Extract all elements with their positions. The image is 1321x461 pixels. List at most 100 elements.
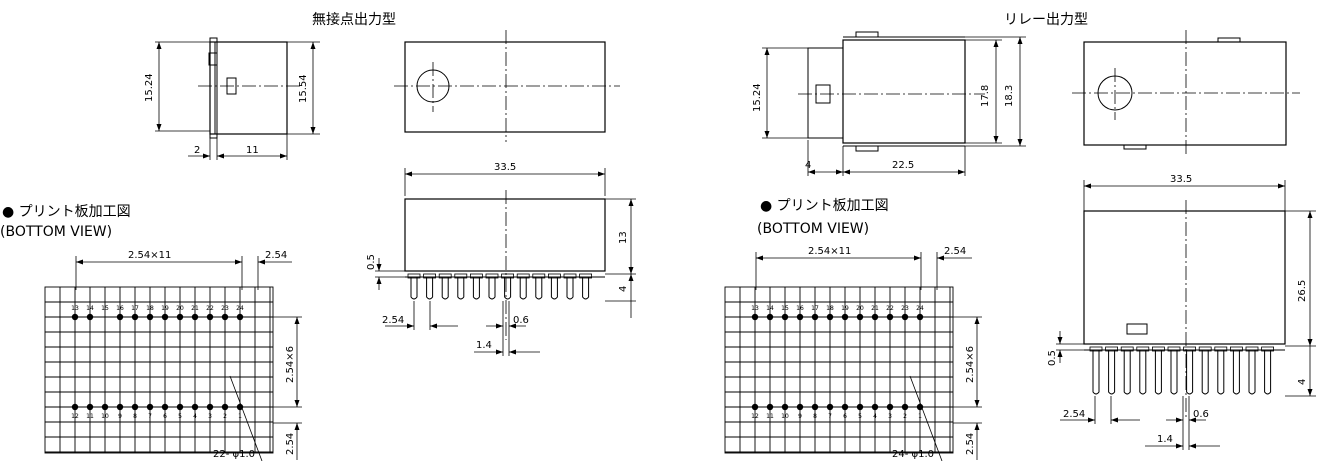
left-side-height-dim: 15.24 — [144, 73, 155, 102]
left-front-pin — [535, 277, 543, 300]
right-pcb-hole — [811, 403, 819, 411]
right-side-pin-dim: 4 — [805, 160, 811, 171]
right-front-pin-shoulder — [1167, 346, 1181, 352]
right-top-view — [1072, 30, 1300, 155]
right-pcb-hole — [871, 403, 879, 411]
right-pcb-hole — [826, 403, 834, 411]
right-pcb-top-pin-label: 15 — [781, 305, 789, 312]
left-pcb-hole — [161, 313, 169, 321]
right-pcb-hole — [886, 313, 894, 321]
right-front-pin — [1092, 350, 1100, 395]
left-pcb-top-pin-label: 21 — [191, 305, 199, 312]
right-front-standoff-dim: 0.5 — [1047, 350, 1058, 366]
right-front-pin-shoulder — [1152, 346, 1165, 352]
left-pcb-hole — [116, 403, 124, 411]
left-pcb-hole — [221, 403, 229, 411]
right-pcb-top-pin-label: 16 — [796, 305, 804, 312]
right-front-pin — [1108, 350, 1116, 395]
left-pcb-top-pin-label: 17 — [131, 305, 139, 312]
left-pcb-top-pin-label: 23 — [221, 305, 229, 312]
left-front-pin-len-dim: 4 — [618, 286, 629, 292]
right-front-pin — [1232, 350, 1240, 395]
left-pcb-top-pin-label: 14 — [86, 305, 94, 312]
right-front-pin — [1154, 350, 1162, 395]
right-pcb-hole — [766, 403, 774, 411]
right-front-pin-shoulder — [1230, 346, 1243, 352]
right-front-pin — [1217, 350, 1225, 395]
left-top-view — [394, 30, 620, 142]
right-pcb-bottom-pin-label: 10 — [781, 413, 789, 420]
right-pcb-hole — [916, 403, 924, 411]
right-pcb-heading: ● プリント板加工図 — [760, 198, 889, 214]
left-front-pin — [457, 277, 465, 300]
left-front-pin-shoulder — [423, 273, 437, 279]
left-pcb-bottom-pin-label: 12 — [71, 413, 79, 420]
right-front-height-dim: 26.5 — [1297, 280, 1308, 302]
right-pcb-bottom-pin-label: 4 — [873, 413, 877, 420]
left-front-view: 33.5 13 4 0.5 2.54 0.6 1.4 — [366, 162, 636, 356]
left-pcb-hole — [146, 313, 154, 321]
left-front-pin — [488, 277, 496, 300]
right-pcb-hole — [781, 313, 789, 321]
right-title: リレー出力型 — [1004, 12, 1088, 28]
left-pcb-hole — [116, 313, 124, 321]
left-front-pin-shoulder — [454, 273, 468, 279]
right-pcb-top-pin-label: 23 — [901, 305, 909, 312]
left-pcb-bottom-pin-label: 7 — [148, 413, 152, 420]
right-front-pin-shoulder — [1261, 346, 1274, 352]
right-pcb-hole — [901, 403, 909, 411]
left-front-pin-shoulder — [579, 273, 592, 279]
right-side-height-dim3: 18.3 — [1004, 85, 1015, 107]
right-pcb-hole — [841, 403, 849, 411]
left-front-pin — [472, 277, 480, 300]
right-front-pin-shoulder — [1136, 346, 1150, 352]
right-front-pin-len-dim: 4 — [1297, 379, 1308, 385]
right-pcb-hole-note: 24- φ1.0 — [892, 449, 934, 460]
right-side-height-dim: 15.24 — [752, 83, 763, 112]
right-side-view: 15.24 17.8 18.3 4 22.5 — [752, 31, 1026, 176]
right-pcb-pitch-dim: 2.54 — [944, 246, 966, 257]
left-front-pin-shoulder — [485, 273, 499, 279]
right-pcb-grid: 2.54×11 2.54 131214111510169178187196205… — [724, 246, 982, 461]
left-pcb-heading: ● プリント板加工図 — [2, 204, 131, 220]
right-pcb-hole — [796, 313, 804, 321]
right-pcb-hole — [811, 313, 819, 321]
left-pcb-top-pin-label: 15 — [101, 305, 109, 312]
left-pcb-top-pin-label: 16 — [116, 305, 124, 312]
left-pcb-hole — [161, 403, 169, 411]
right-front-pin — [1264, 350, 1272, 395]
left-pcb-top-pin-label: 22 — [206, 305, 214, 312]
left-pcb-bottom-pin-label: 6 — [163, 413, 167, 420]
left-pcb-hole — [131, 313, 139, 321]
left-pcb-grid: 2.54×11 2.54 131214111510169178187196205… — [44, 250, 302, 461]
left-front-pitch-dim: 2.54 — [382, 315, 404, 326]
left-pcb-hole — [206, 313, 214, 321]
left-pcb-bottom-pin-label: 11 — [86, 413, 94, 420]
right-front-pin — [1170, 350, 1178, 395]
left-pcb-bottom-pin-label: 4 — [193, 413, 197, 420]
left-side-width-dim: 11 — [246, 145, 259, 156]
left-pcb-hole — [101, 403, 109, 411]
right-pcb-bottom-pin-label: 1 — [918, 413, 922, 420]
left-pcb-row-dim: 2.54×6 — [285, 346, 296, 383]
left-pcb-hole — [221, 313, 229, 321]
right-pcb-hole — [886, 403, 894, 411]
left-side-pin-dim: 2 — [194, 145, 200, 156]
right-side-height-dim2: 17.8 — [980, 85, 991, 107]
left-pcb-top-pin-label: 19 — [161, 305, 169, 312]
right-front-pin-w-dim: 0.6 — [1193, 409, 1209, 420]
left-pcb-hole — [236, 403, 244, 411]
left-pcb-bottom-pin-label: 5 — [178, 413, 182, 420]
right-pcb-top-pin-label: 14 — [766, 305, 774, 312]
right-front-pin-shoulder — [1214, 346, 1228, 352]
right-front-pitch-dim: 2.54 — [1063, 409, 1085, 420]
left-front-pin — [519, 277, 527, 300]
right-pcb-bottom-pin-label: 7 — [828, 413, 832, 420]
left-pcb-hole — [206, 403, 214, 411]
left-front-pin-shoulder — [516, 273, 530, 279]
right-pcb-bottom-pin-label: 9 — [798, 413, 802, 420]
left-front-pin — [550, 277, 558, 300]
right-pcb-hole — [766, 313, 774, 321]
right-front-pin-t-dim: 1.4 — [1157, 434, 1173, 445]
left-pcb-hole — [236, 313, 244, 321]
